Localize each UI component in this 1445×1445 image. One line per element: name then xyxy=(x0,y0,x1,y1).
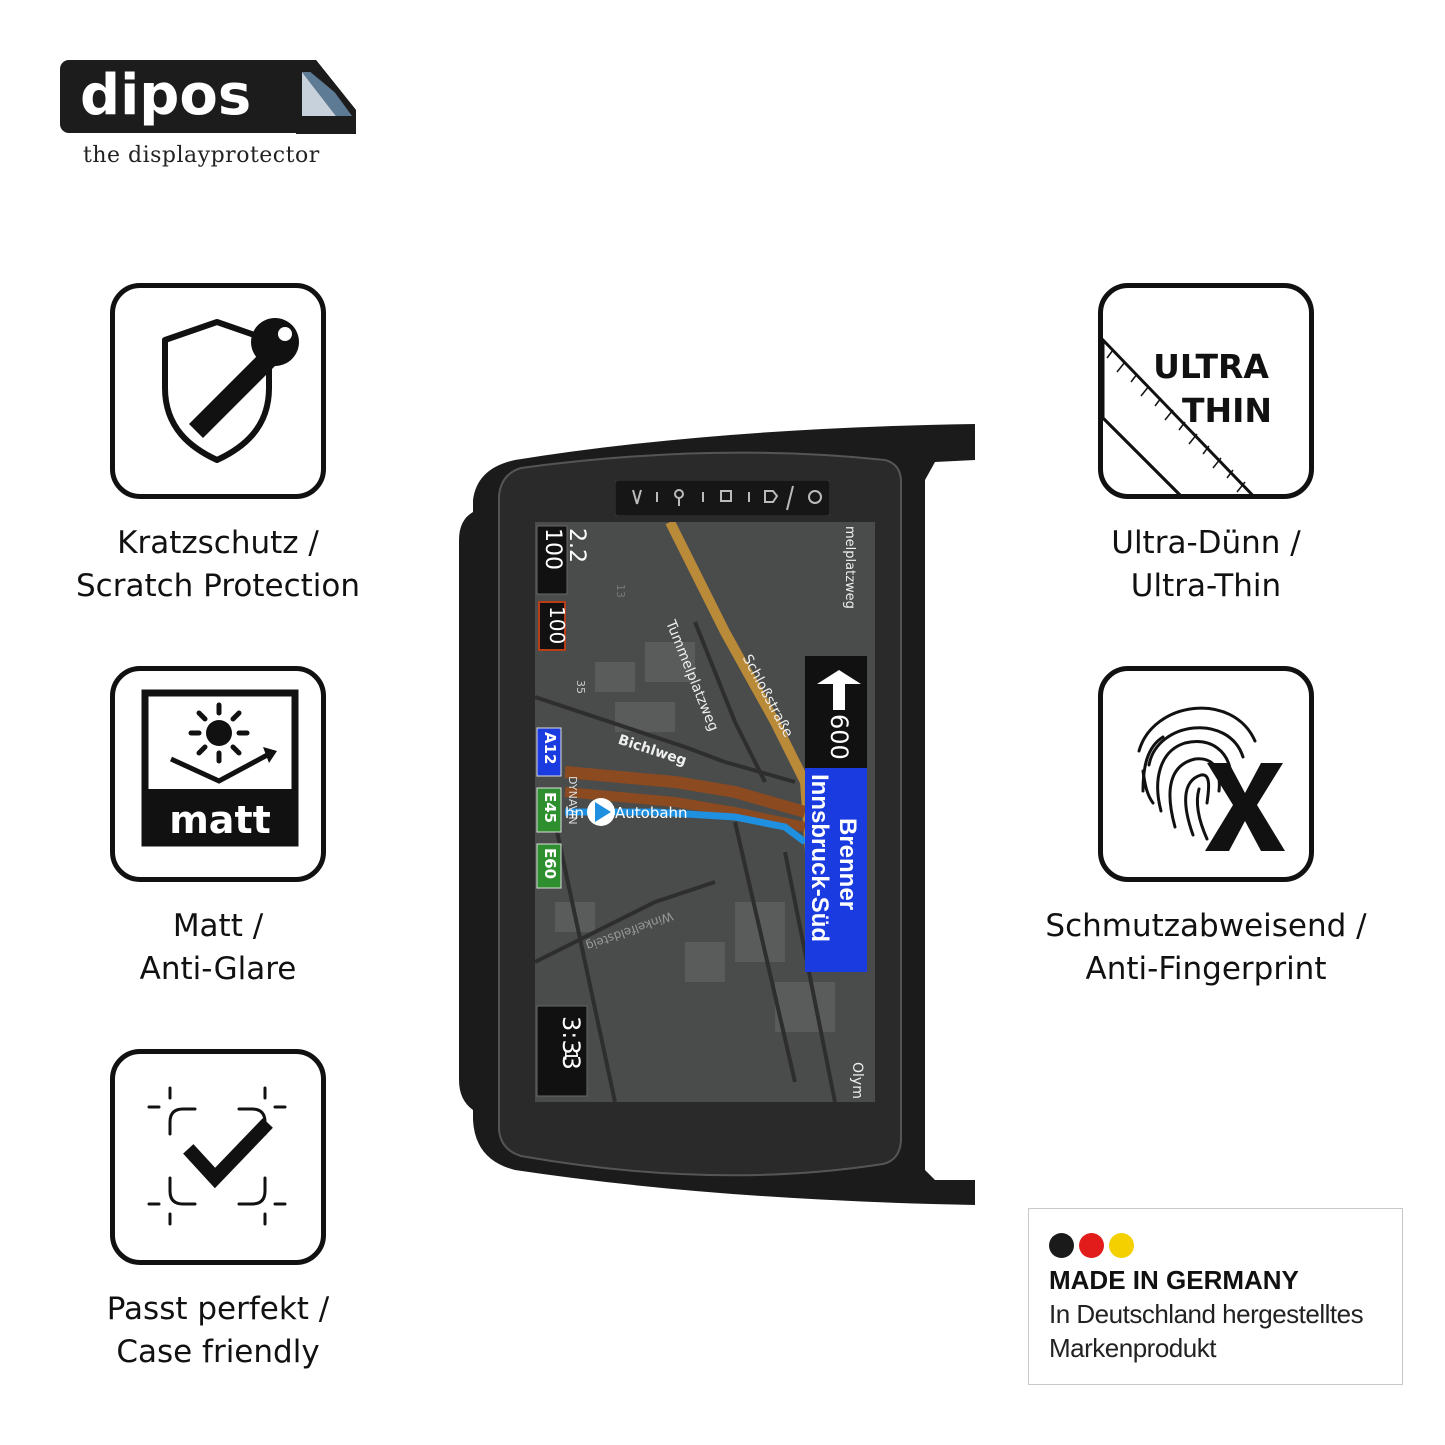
feature-caption-scratch: Kratzschutz / Scratch Protection xyxy=(76,522,360,608)
anti-fingerprint-tile xyxy=(1098,666,1314,882)
map-canvas xyxy=(535,522,875,1102)
page-curl-icon xyxy=(296,60,356,134)
eta-minutes: 1 xyxy=(560,1050,581,1062)
feature-caption-matt: Matt / Anti-Glare xyxy=(140,905,297,991)
destination-line2: Innsbruck-Süd xyxy=(806,774,833,943)
matt-sun-icon: matt xyxy=(141,689,299,847)
nav-icon xyxy=(632,489,642,505)
case-friendly-tile xyxy=(110,1049,326,1265)
road-number-13: 13 xyxy=(614,584,627,598)
brand-logo: dipos the displayprotector xyxy=(60,60,356,175)
speed-limit-value: 100 xyxy=(545,606,569,645)
made-in-germany-title: MADE IN GERMANY xyxy=(1049,1265,1299,1295)
feature-caption-fingerprint: Schmutzabweisend / Anti-Fingerprint xyxy=(1045,905,1366,991)
flag-dot-red xyxy=(1079,1233,1104,1258)
matt-label: matt xyxy=(169,798,271,842)
caption-line: Kratzschutz / xyxy=(117,525,319,561)
caption-line: Case friendly xyxy=(116,1334,320,1370)
route-badge-e60: E60 xyxy=(541,848,559,880)
shield-key-icon xyxy=(162,318,299,463)
caption-line: Passt perfekt / xyxy=(106,1291,330,1327)
ultra-thin-tile: ULTRA THIN xyxy=(1098,283,1314,499)
destination-line1: Brenner xyxy=(834,818,861,911)
turn-distance: 600 xyxy=(825,714,853,760)
distance-value: 2.2 xyxy=(564,528,589,563)
flag-dot-black xyxy=(1049,1233,1074,1258)
navigation-screen[interactable]: 2.2 100 100 A12 E45 E60 3:33 1 DYNAVIN T… xyxy=(535,522,875,1102)
made-in-germany-badge: MADE IN GERMANY In Deutschland hergestel… xyxy=(1028,1208,1403,1385)
road-label-autobahn: Autobahn xyxy=(615,804,688,822)
made-in-germany-line1: In Deutschland hergestelltes xyxy=(1049,1299,1364,1329)
road-label-olym: Olym xyxy=(849,1062,865,1099)
clock-time: 3:33 xyxy=(557,1016,585,1070)
fingerprint-x-icon xyxy=(1137,706,1285,851)
road-number-35: 35 xyxy=(574,680,587,694)
speed-value: 100 xyxy=(540,528,565,570)
route-badge-e45: E45 xyxy=(541,792,559,824)
caption-line: Anti-Fingerprint xyxy=(1085,951,1327,987)
caption-line: Ultra-Thin xyxy=(1130,568,1282,604)
device-toolbar xyxy=(614,479,831,517)
route-badge-a12: A12 xyxy=(541,732,559,765)
flag-dot-gold xyxy=(1109,1233,1134,1258)
made-in-germany-line2: Markenprodukt xyxy=(1049,1333,1216,1363)
caption-line: Ultra-Dünn / xyxy=(1111,525,1301,561)
feature-caption-thin: Ultra-Dünn / Ultra-Thin xyxy=(1111,522,1301,608)
matt-tile: matt xyxy=(110,666,326,882)
ultra-label: ULTRA xyxy=(1153,347,1269,386)
scratch-protection-tile xyxy=(110,283,326,499)
brand-tagline: the displayprotector xyxy=(83,143,320,168)
feature-caption-case: Passt perfekt / Case friendly xyxy=(107,1288,330,1374)
caption-line: Anti-Glare xyxy=(139,951,297,987)
road-label-prefix: hn xyxy=(565,804,585,822)
road-label-edge: melplatzweg xyxy=(842,526,857,609)
caption-line: Matt / xyxy=(172,908,264,944)
thin-label: THIN xyxy=(1182,391,1272,430)
caption-line: Schmutzabweisend / xyxy=(1045,908,1367,944)
brand-name: dipos xyxy=(80,63,252,128)
ultra-thin-ruler-icon: ULTRA THIN xyxy=(1103,337,1272,494)
caption-line: Scratch Protection xyxy=(76,568,360,604)
case-fit-check-icon xyxy=(147,1086,287,1226)
